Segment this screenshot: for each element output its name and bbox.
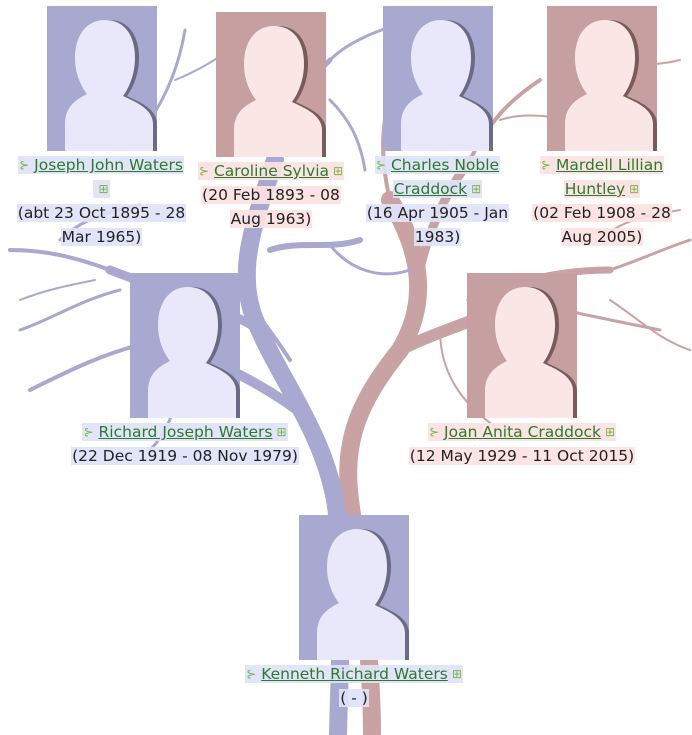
profile-photo[interactable] [130,273,240,418]
person-label: ⊱ Caroline Sylvia⊞ (20 Feb 1893 - 08 Aug 1… [197,162,345,228]
person-card-mardell-lillian-huntley: ⊱ Mardell Lillian Huntley⊞ (02 Feb 1908 - … [518,6,686,249]
profile-photo[interactable] [216,12,326,157]
family-tree-icon[interactable]: ⊞ [471,182,482,196]
profile-photo[interactable] [299,515,409,660]
male-silhouette-icon [148,287,240,418]
person-card-richard-joseph-waters: ⊱ Richard Joseph Waters⊞ (22 Dec 1919 - 08… [35,273,335,468]
family-tree-icon[interactable]: ⊞ [629,182,640,196]
family-tree-icon[interactable]: ⊞ [98,182,109,196]
person-label: ⊱ Joseph John Waters ⊞ (abt 23 Oct 1895 - 2… [16,156,187,246]
male-silhouette-icon [485,287,577,418]
person-card-joseph-john-waters: ⊱ Joseph John Waters ⊞ (abt 23 Oct 1895 - 2… [14,6,189,249]
person-dates: (16 Apr 1905 - Jan 1983) [366,204,509,246]
person-label: ⊱ Richard Joseph Waters⊞ (22 Dec 1919 - 08… [71,423,299,465]
person-card-kenneth-richard-waters: ⊱ Kenneth Richard Waters⊞ ( - ) [204,515,504,710]
male-silhouette-icon [317,529,409,660]
person-link-icon[interactable]: ⊱ [198,164,209,178]
person-link-icon[interactable]: ⊱ [83,425,94,439]
person-dates: (abt 23 Oct 1895 - 28 Mar 1965) [17,204,186,246]
person-link-icon[interactable]: ⊱ [428,425,440,439]
male-silhouette-icon [400,20,493,151]
person-card-joan-anita-craddock: ⊱ Joan Anita Craddock⊞ (12 May 1929 - 11 O… [374,273,670,468]
person-link-icon[interactable]: ⊱ [19,158,30,172]
family-tree-icon[interactable]: ⊞ [451,667,462,681]
person-dates: (20 Feb 1893 - 08 Aug 1963) [202,186,340,228]
profile-photo[interactable] [46,6,157,151]
person-card-charles-noble-craddock: ⊱ Charles Noble Craddock⊞ (16 Apr 1905 - J… [355,6,520,249]
person-dates: (22 Dec 1919 - 08 Nov 1979) [72,447,298,465]
profile-photo[interactable] [382,6,493,151]
person-name-link[interactable]: Joan Anita Craddock [444,423,601,441]
person-link-icon[interactable]: ⊱ [375,158,386,172]
person-name-link[interactable]: Kenneth Richard Waters [261,665,448,683]
family-tree-icon[interactable]: ⊞ [604,425,616,439]
profile-photo[interactable] [547,6,657,151]
person-name-link[interactable]: Joseph John Waters [34,156,183,174]
person-link-icon[interactable]: ⊱ [246,667,257,681]
person-label: ⊱ Joan Anita Craddock⊞ (12 May 1929 - 11 O… [408,423,636,465]
person-label: ⊱ Kenneth Richard Waters⊞ ( - ) [245,665,463,707]
male-silhouette-icon [64,20,157,151]
person-label: ⊱ Mardell Lillian Huntley⊞ (02 Feb 1908 - … [532,156,672,246]
person-dates: ( - ) [340,689,368,707]
person-name-link[interactable]: Richard Joseph Waters [98,423,273,441]
person-link-icon[interactable]: ⊱ [540,158,551,172]
person-dates: (12 May 1929 - 11 Oct 2015) [409,447,635,465]
person-name-link[interactable]: Mardell Lillian Huntley [555,156,664,198]
person-card-caroline-sylvia: ⊱ Caroline Sylvia⊞ (20 Feb 1893 - 08 Aug 1… [185,12,357,231]
family-tree-icon[interactable]: ⊞ [333,164,344,178]
male-silhouette-icon [234,26,326,157]
person-name-link[interactable]: Caroline Sylvia [213,162,330,180]
person-label: ⊱ Charles Noble Craddock⊞ (16 Apr 1905 - J… [365,156,510,246]
profile-photo[interactable] [467,273,577,418]
male-silhouette-icon [565,20,657,151]
person-dates: (02 Feb 1908 - 28 Aug 2005) [533,204,671,246]
person-name-link[interactable]: Charles Noble Craddock [390,156,500,198]
family-tree-icon[interactable]: ⊞ [276,425,287,439]
